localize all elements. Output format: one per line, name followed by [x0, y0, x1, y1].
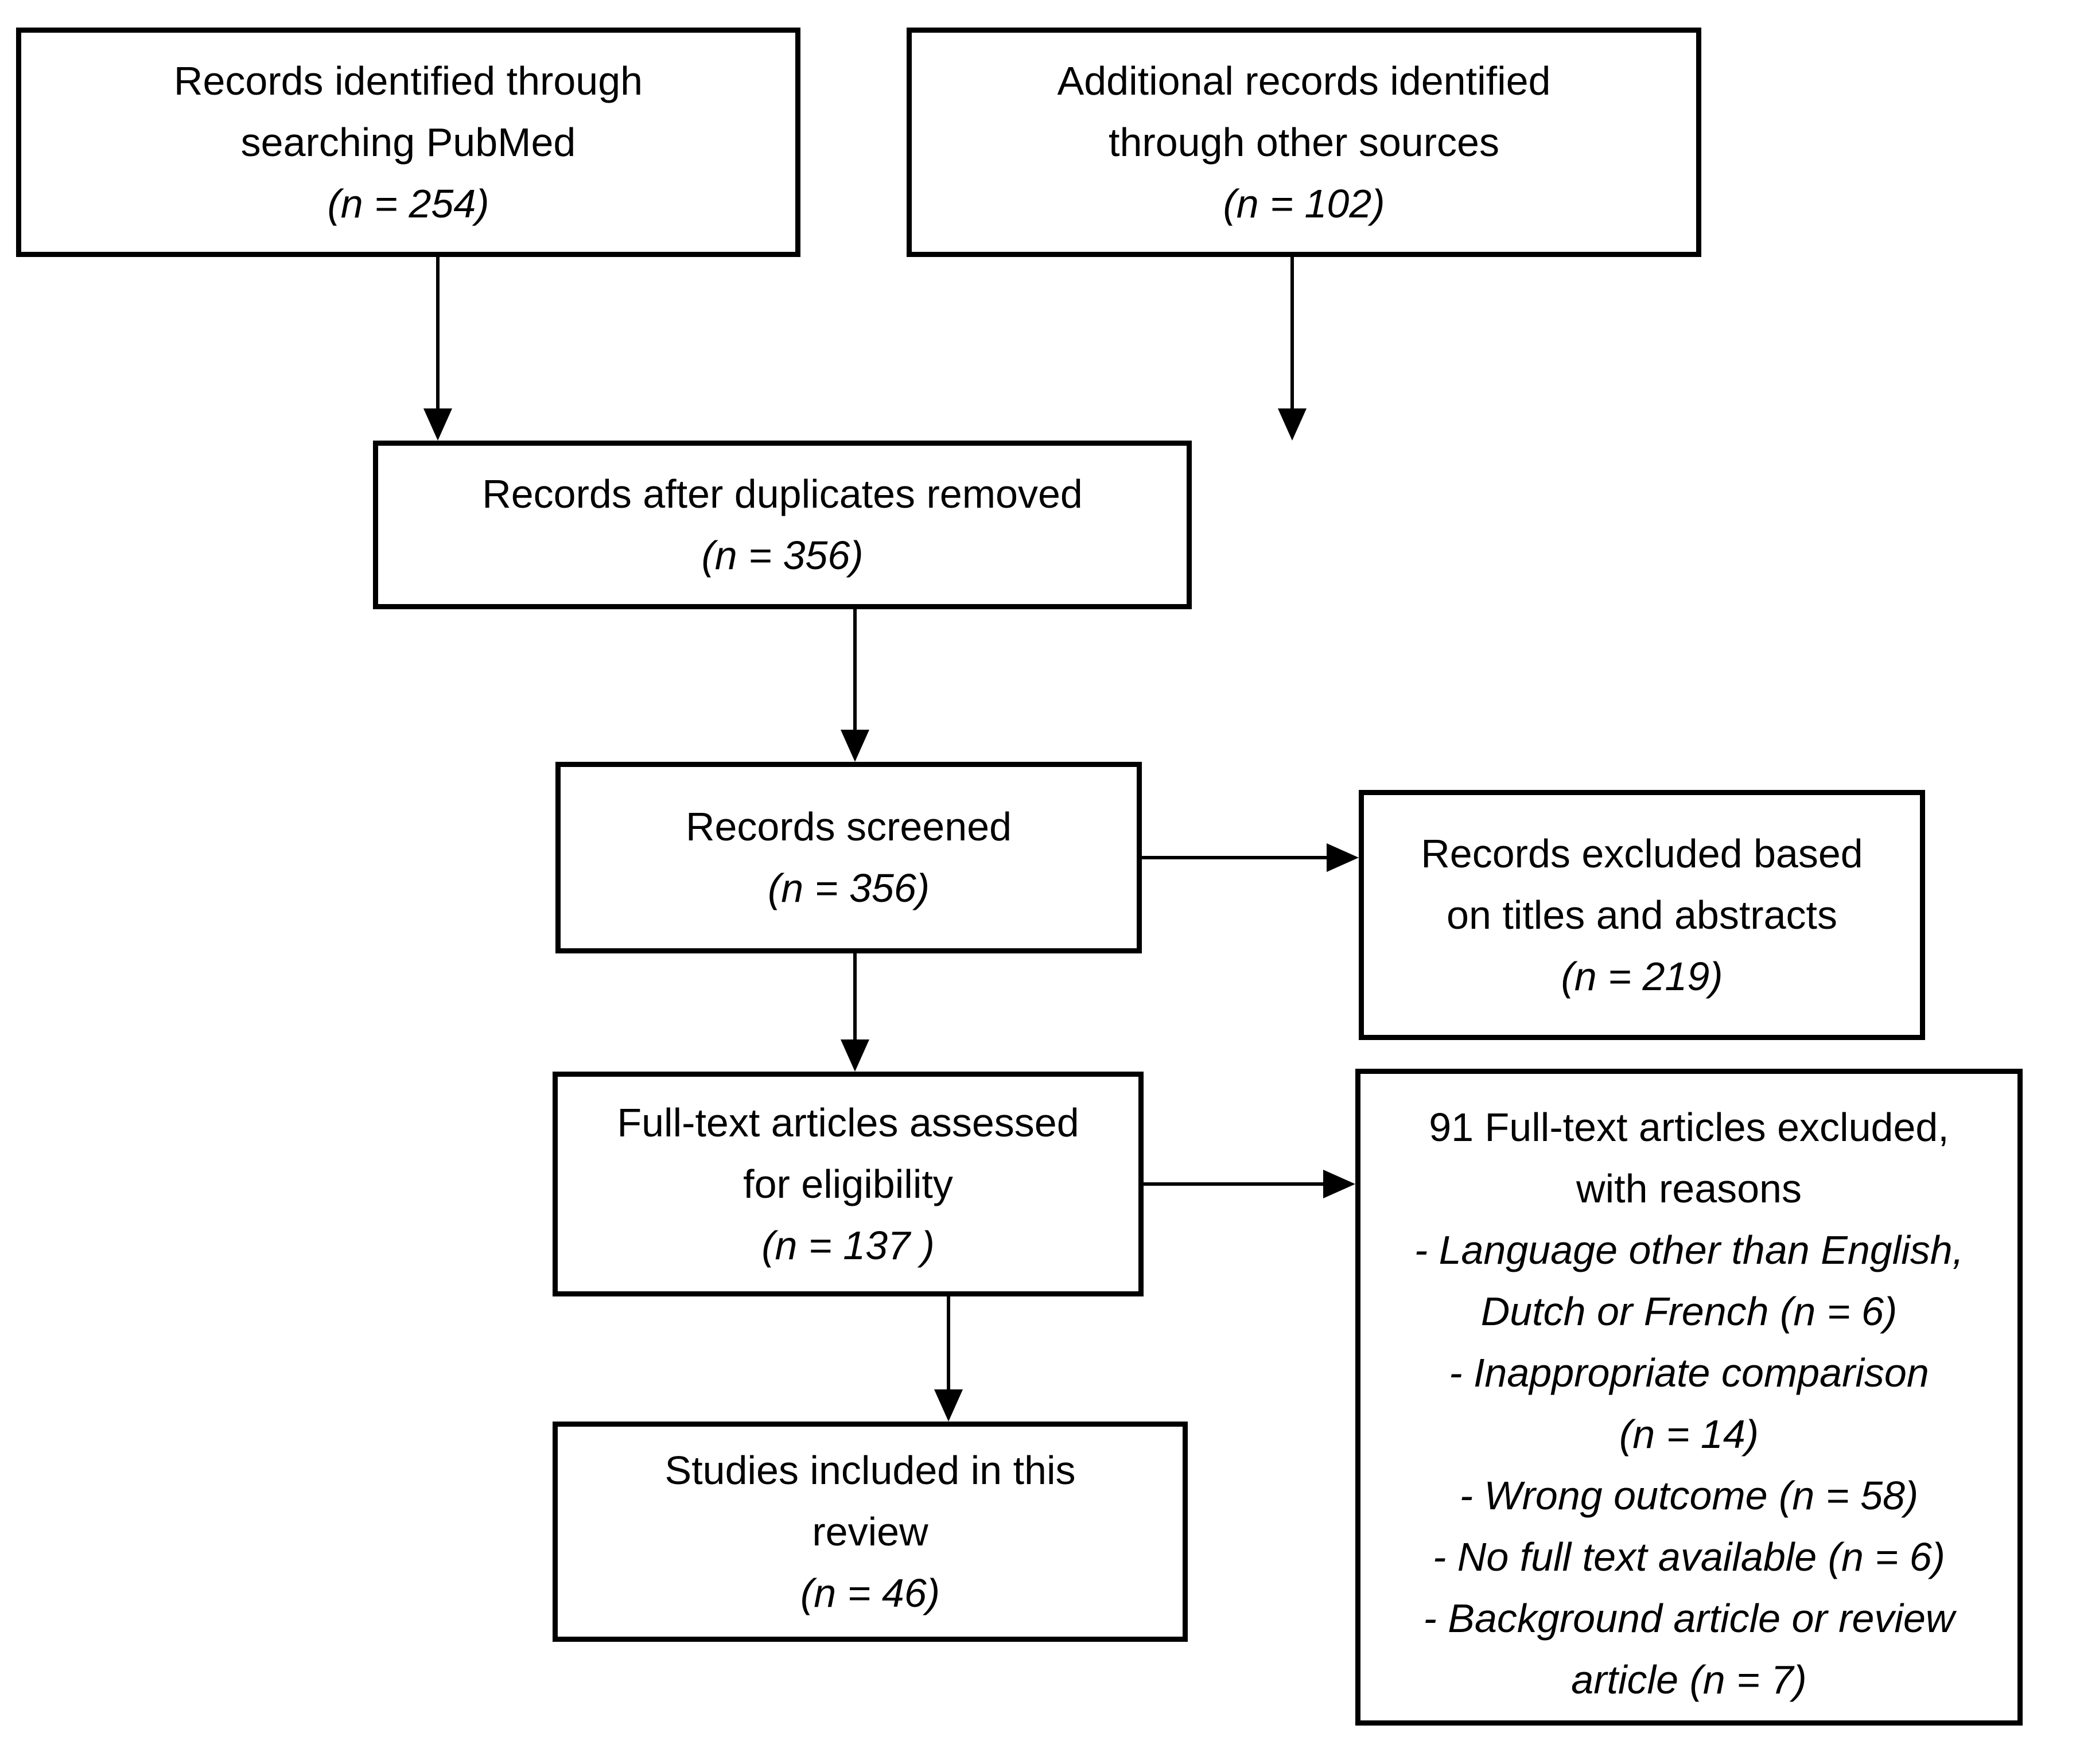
box-text-line: Records identified through: [173, 58, 643, 103]
exclusion-reason-line: article (n = 7): [1571, 1657, 1807, 1702]
box-text-line: searching PubMed: [240, 119, 576, 165]
exclusion-reason-line: - Background article or review: [1423, 1596, 1955, 1641]
arrowhead-right-icon: [1327, 843, 1359, 872]
box-text-line: on titles and abstracts: [1447, 892, 1837, 937]
box-text-line: Additional records identified: [1057, 58, 1551, 103]
box-count-line: (n = 102): [1223, 181, 1385, 226]
box-count-line: (n = 356): [701, 533, 864, 578]
box-text-line: Records excluded based: [1421, 831, 1863, 876]
arrowhead-down-icon: [423, 408, 452, 441]
box-text-line: Records after duplicates removed: [482, 472, 1083, 516]
box-text-line: through other sources: [1109, 119, 1499, 165]
arrow-screened-to-excluded: [1142, 843, 1359, 872]
box-fulltext-articles-excluded-reasons: 91 Full-text articles excluded, with rea…: [1355, 1069, 2023, 1726]
box-records-after-duplicates-removed: Records after duplicates removed (n = 35…: [373, 441, 1192, 609]
box-text-line: with reasons: [1576, 1166, 1802, 1211]
arrow-other-sources-to-duplicates: [1278, 257, 1307, 441]
box-text-line: Full-text articles assessed: [617, 1100, 1079, 1145]
exclusion-reason-line: - Inappropriate comparison: [1449, 1350, 1929, 1395]
arrow-shaft: [853, 609, 857, 733]
box-records-identified-other-sources: Additional records identified through ot…: [907, 28, 1701, 257]
box-count-line: (n = 137 ): [761, 1222, 935, 1268]
exclusion-reason-line: Dutch or French (n = 6): [1480, 1289, 1898, 1334]
box-count-line: (n = 219): [1561, 953, 1723, 999]
box-studies-included: Studies included in this review (n = 46): [553, 1422, 1188, 1642]
arrow-duplicates-to-screened: [841, 609, 869, 762]
box-text-line: Studies included in this: [664, 1447, 1076, 1493]
arrow-fulltext-to-included: [934, 1296, 963, 1422]
box-text-line: 91 Full-text articles excluded,: [1429, 1105, 1949, 1150]
arrow-fulltext-to-excluded-reasons: [1144, 1170, 1355, 1198]
arrow-pubmed-to-duplicates: [423, 257, 452, 441]
arrow-shaft: [853, 953, 857, 1043]
box-records-screened: Records screened (n = 356): [555, 762, 1142, 953]
box-records-excluded-titles-abstracts: Records excluded based on titles and abs…: [1359, 790, 1925, 1040]
arrow-shaft: [436, 257, 440, 412]
box-text-line: for eligibility: [743, 1161, 953, 1206]
arrow-shaft: [947, 1296, 950, 1393]
arrowhead-down-icon: [1278, 408, 1307, 441]
exclusion-reason-line: (n = 14): [1619, 1412, 1759, 1457]
box-count-line: (n = 356): [767, 866, 930, 910]
arrow-shaft: [1290, 257, 1294, 412]
arrow-shaft: [1142, 856, 1330, 859]
arrowhead-down-icon: [934, 1389, 963, 1422]
arrowhead-down-icon: [841, 730, 869, 762]
arrowhead-down-icon: [841, 1039, 869, 1072]
box-text-line: review: [812, 1509, 928, 1554]
arrow-shaft: [1144, 1182, 1327, 1186]
box-count-line: (n = 254): [327, 181, 489, 226]
box-text-line: Records screened: [685, 804, 1012, 849]
exclusion-reason-line: - Language other than English,: [1414, 1228, 1964, 1272]
box-records-identified-pubmed: Records identified through searching Pub…: [16, 28, 800, 257]
box-count-line: (n = 46): [800, 1570, 940, 1615]
box-fulltext-articles-assessed: Full-text articles assessed for eligibil…: [553, 1072, 1144, 1296]
exclusion-reason-line: - Wrong outcome (n = 58): [1459, 1473, 1919, 1518]
arrowhead-right-icon: [1323, 1170, 1355, 1198]
arrow-screened-to-fulltext: [841, 953, 869, 1072]
exclusion-reason-line: - No full text available (n = 6): [1433, 1535, 1945, 1579]
